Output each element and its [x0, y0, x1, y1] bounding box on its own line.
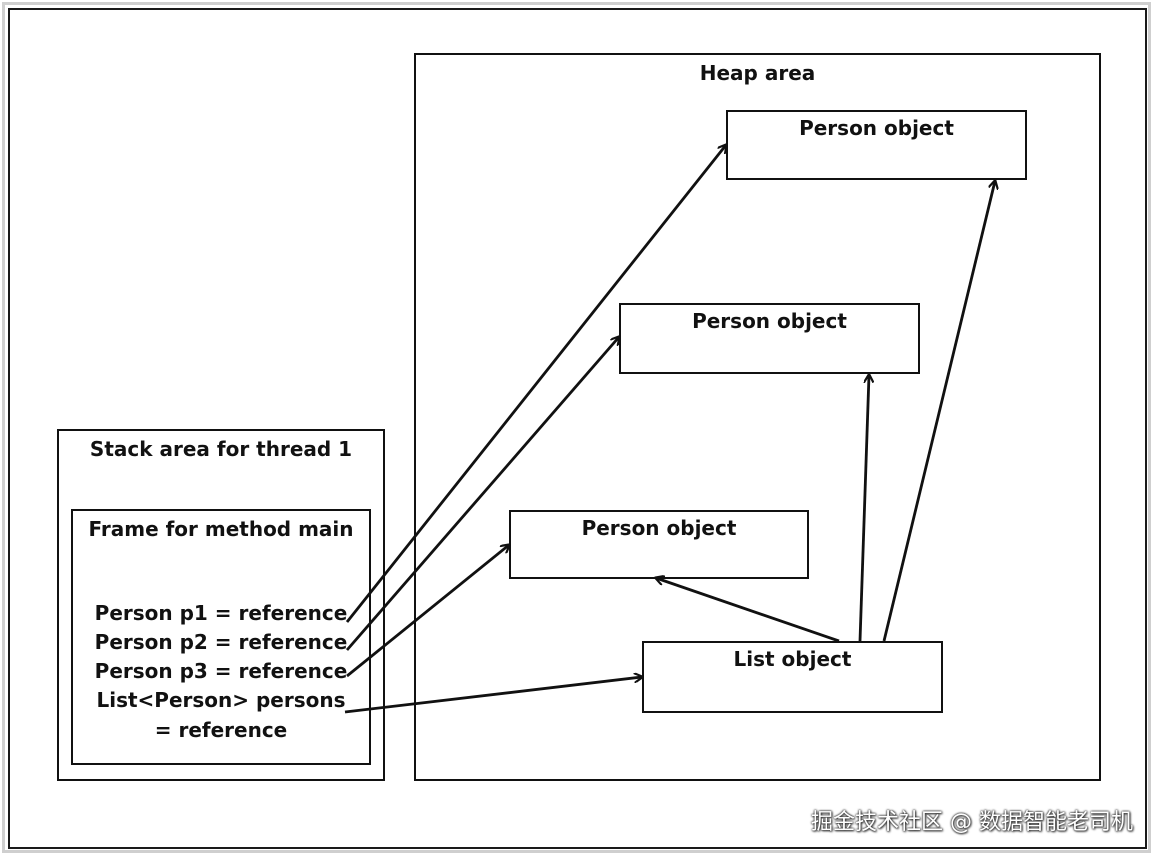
main-frame-box: Frame for method main	[71, 509, 371, 765]
heap-area-title: Heap area	[699, 61, 816, 85]
diagram-border	[8, 8, 1147, 849]
reference-persons-continued: = reference	[154, 718, 288, 742]
arrow-persons-to-list	[344, 677, 642, 714]
reference-p2: Person p2 = reference	[94, 630, 348, 654]
arrow-p2-to-person-2	[345, 337, 619, 651]
reference-p3: Person p3 = reference	[94, 659, 348, 683]
arrow-p3-to-person-3	[346, 545, 509, 678]
list-object-box: List object	[642, 641, 943, 713]
stack-area-title: Stack area for thread 1	[89, 437, 353, 461]
watermark-text: 掘金技术社区 @ 数据智能老司机	[811, 810, 1133, 835]
reference-persons: List<Person> persons	[96, 688, 346, 712]
heap-area-box: Heap area	[414, 53, 1101, 781]
arrow-list-to-person-2	[858, 375, 869, 642]
person-object-label-3: Person object	[581, 516, 737, 540]
arrow-list-to-person-3	[656, 578, 840, 643]
person-object-label-1: Person object	[799, 116, 954, 140]
main-frame-title: Frame for method main	[88, 517, 354, 541]
list-object-label: List object	[733, 647, 852, 671]
person-object-box-2: Person object	[619, 303, 920, 374]
person-object-label-2: Person object	[692, 309, 847, 333]
reference-p1: Person p1 = reference	[94, 601, 348, 625]
person-object-box-3: Person object	[509, 510, 809, 579]
stack-area-box: Stack area for thread 1	[57, 429, 385, 781]
arrow-p1-to-person-1	[345, 145, 726, 623]
person-object-box-1: Person object	[726, 110, 1027, 180]
arrow-list-to-person-1	[882, 181, 995, 642]
